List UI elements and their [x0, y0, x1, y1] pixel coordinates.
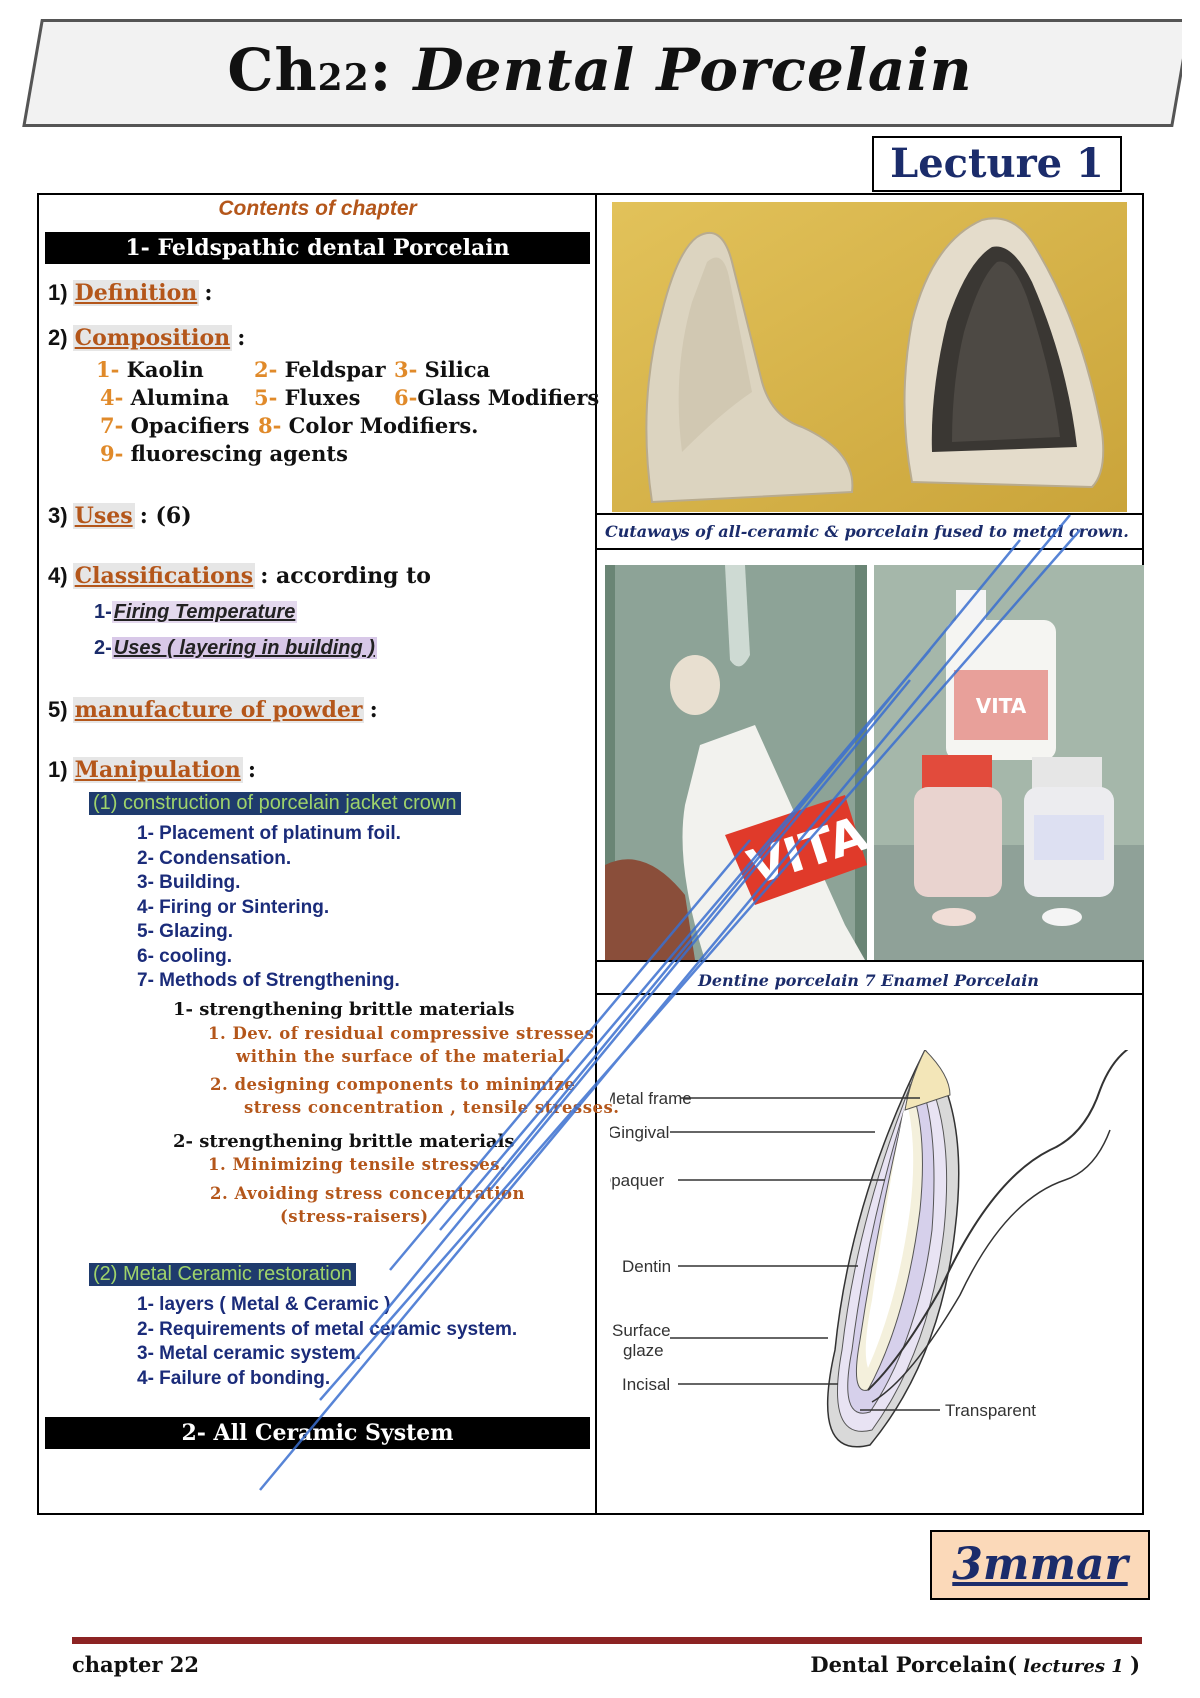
manufacture-row: 5) manufacture of powder :	[48, 697, 378, 723]
list-item: 3- Metal ceramic system.	[137, 1343, 361, 1364]
comp-item: 5- Fluxes	[254, 385, 361, 410]
comp-item: 8- Color Modifiers.	[258, 413, 479, 438]
manufacture-link[interactable]: manufacture of powder	[72, 697, 365, 723]
label-glaze: glaze	[623, 1341, 664, 1360]
label-dentin: Dentin	[622, 1257, 671, 1276]
list-item: 2. designing components to minimize	[210, 1075, 576, 1094]
page-title: Ch22: Dental Porcelain	[227, 36, 973, 104]
comp-item: 6-Glass Modifiers	[394, 385, 600, 410]
crown-cutaway-photo	[612, 202, 1127, 512]
list-item: 1. Minimizing tensile stresses.	[208, 1155, 507, 1174]
comp-item: 1- Kaolin	[96, 357, 204, 382]
list-item: 1- layers ( Metal & Ceramic )	[137, 1294, 391, 1315]
label-metal-frame: Metal frame	[610, 1089, 692, 1108]
caption-cutaway: Cutaways of all-ceramic & porcelain fuse…	[605, 522, 1129, 541]
definition-row: 1) Definition :	[48, 280, 213, 306]
label-surface: Surface	[612, 1321, 671, 1340]
list-item: 2- Requirements of metal ceramic system.	[137, 1318, 518, 1340]
class-item-uses: 2-Uses ( layering in building )	[94, 637, 377, 659]
footer-right: Dental Porcelain( lectures 1 )	[810, 1652, 1140, 1677]
class-item-firing: 1-Firing Temperature	[94, 601, 298, 623]
list-item: 7- Methods of Strengthening.	[137, 970, 400, 991]
list-item: (stress-raisers)	[280, 1207, 429, 1226]
metal-ceramic-layers-diagram: Metal frame Gingival Opaquer Dentin Surf…	[610, 1050, 1129, 1448]
list-item: 1. Dev. of residual compressive stresses	[208, 1024, 595, 1043]
list-item: 4- Failure of bonding.	[137, 1367, 331, 1389]
jacket-crown-heading: (1) construction of porcelain jacket cro…	[89, 792, 461, 815]
divider	[597, 960, 1144, 962]
comp-item: 4- Alumina	[100, 385, 230, 410]
label-opaquer: Opaquer	[610, 1171, 664, 1190]
manipulation-row: 1) Manipulation :	[48, 757, 257, 783]
comp-item: 7- Opacifiers	[100, 413, 250, 438]
divider	[597, 993, 1144, 995]
list-item: 6- cooling.	[137, 945, 232, 967]
composition-row: 2) Composition :	[48, 325, 246, 351]
composition-link[interactable]: Composition	[72, 325, 233, 351]
comp-item: 9- fluorescing agents	[100, 441, 348, 466]
caption-powders: Dentine porcelain 7 Enamel Porcelain	[698, 971, 1039, 990]
list-item: stress concentration , tensile stresses.	[244, 1098, 620, 1117]
classifications-row: 4) Classifications : according to	[48, 563, 431, 589]
list-item: 3- Building.	[137, 872, 241, 893]
footer-left: chapter 22	[72, 1652, 200, 1677]
list-item: 2. Avoiding stress concentration	[210, 1184, 525, 1203]
definition-link[interactable]: Definition	[72, 280, 200, 306]
author-stamp: 3mmar	[930, 1530, 1150, 1600]
footer-rule	[72, 1637, 1142, 1644]
label-incisal: Incisal	[622, 1375, 670, 1394]
metal-ceramic-heading: (2) Metal Ceramic restoration	[89, 1263, 356, 1286]
vita-bottles-photo: VITA	[874, 565, 1144, 960]
classifications-link[interactable]: Classifications	[72, 563, 256, 589]
strength1-heading: 1- strengthening brittle materials	[173, 999, 515, 1020]
part1-heading: 1- Feldspathic dental Porcelain	[45, 232, 590, 264]
list-item: 1- Placement of platinum foil.	[137, 823, 401, 844]
decorative-strokes	[259, 514, 1081, 1491]
contents-heading: Contents of chapter	[218, 197, 417, 220]
divider	[597, 548, 1144, 550]
list-item: 2- Condensation.	[137, 847, 292, 869]
vita-bottle-text: VITA	[976, 694, 1027, 718]
label-transparent: Transparent	[945, 1401, 1036, 1420]
list-item: 5- Glazing.	[137, 921, 234, 942]
part2-heading: 2- All Ceramic System	[45, 1417, 590, 1449]
uses-row: 3) Uses : (6)	[48, 503, 192, 529]
strength2-heading: 2- strengthening brittle materials	[173, 1131, 515, 1152]
divider	[597, 513, 1144, 515]
lecture-label: Lecture 1	[872, 136, 1122, 192]
label-gingival: Gingival	[610, 1123, 669, 1142]
comp-item: 3- Silica	[394, 357, 491, 382]
list-item: within the surface of the material.	[236, 1047, 572, 1066]
uses-link[interactable]: Uses	[72, 503, 135, 529]
list-item: 4- Firing or Sintering.	[137, 896, 330, 918]
metal-steps-list: 1- layers ( Metal & Ceramic ) 2- Require…	[137, 1293, 517, 1391]
jacket-steps-list: 1- Placement of platinum foil. 2- Conden…	[137, 822, 401, 994]
comp-item: 2- Feldspar	[254, 357, 386, 382]
title-banner	[22, 19, 1182, 127]
manipulation-link[interactable]: Manipulation	[72, 757, 243, 783]
column-divider	[595, 193, 597, 1515]
